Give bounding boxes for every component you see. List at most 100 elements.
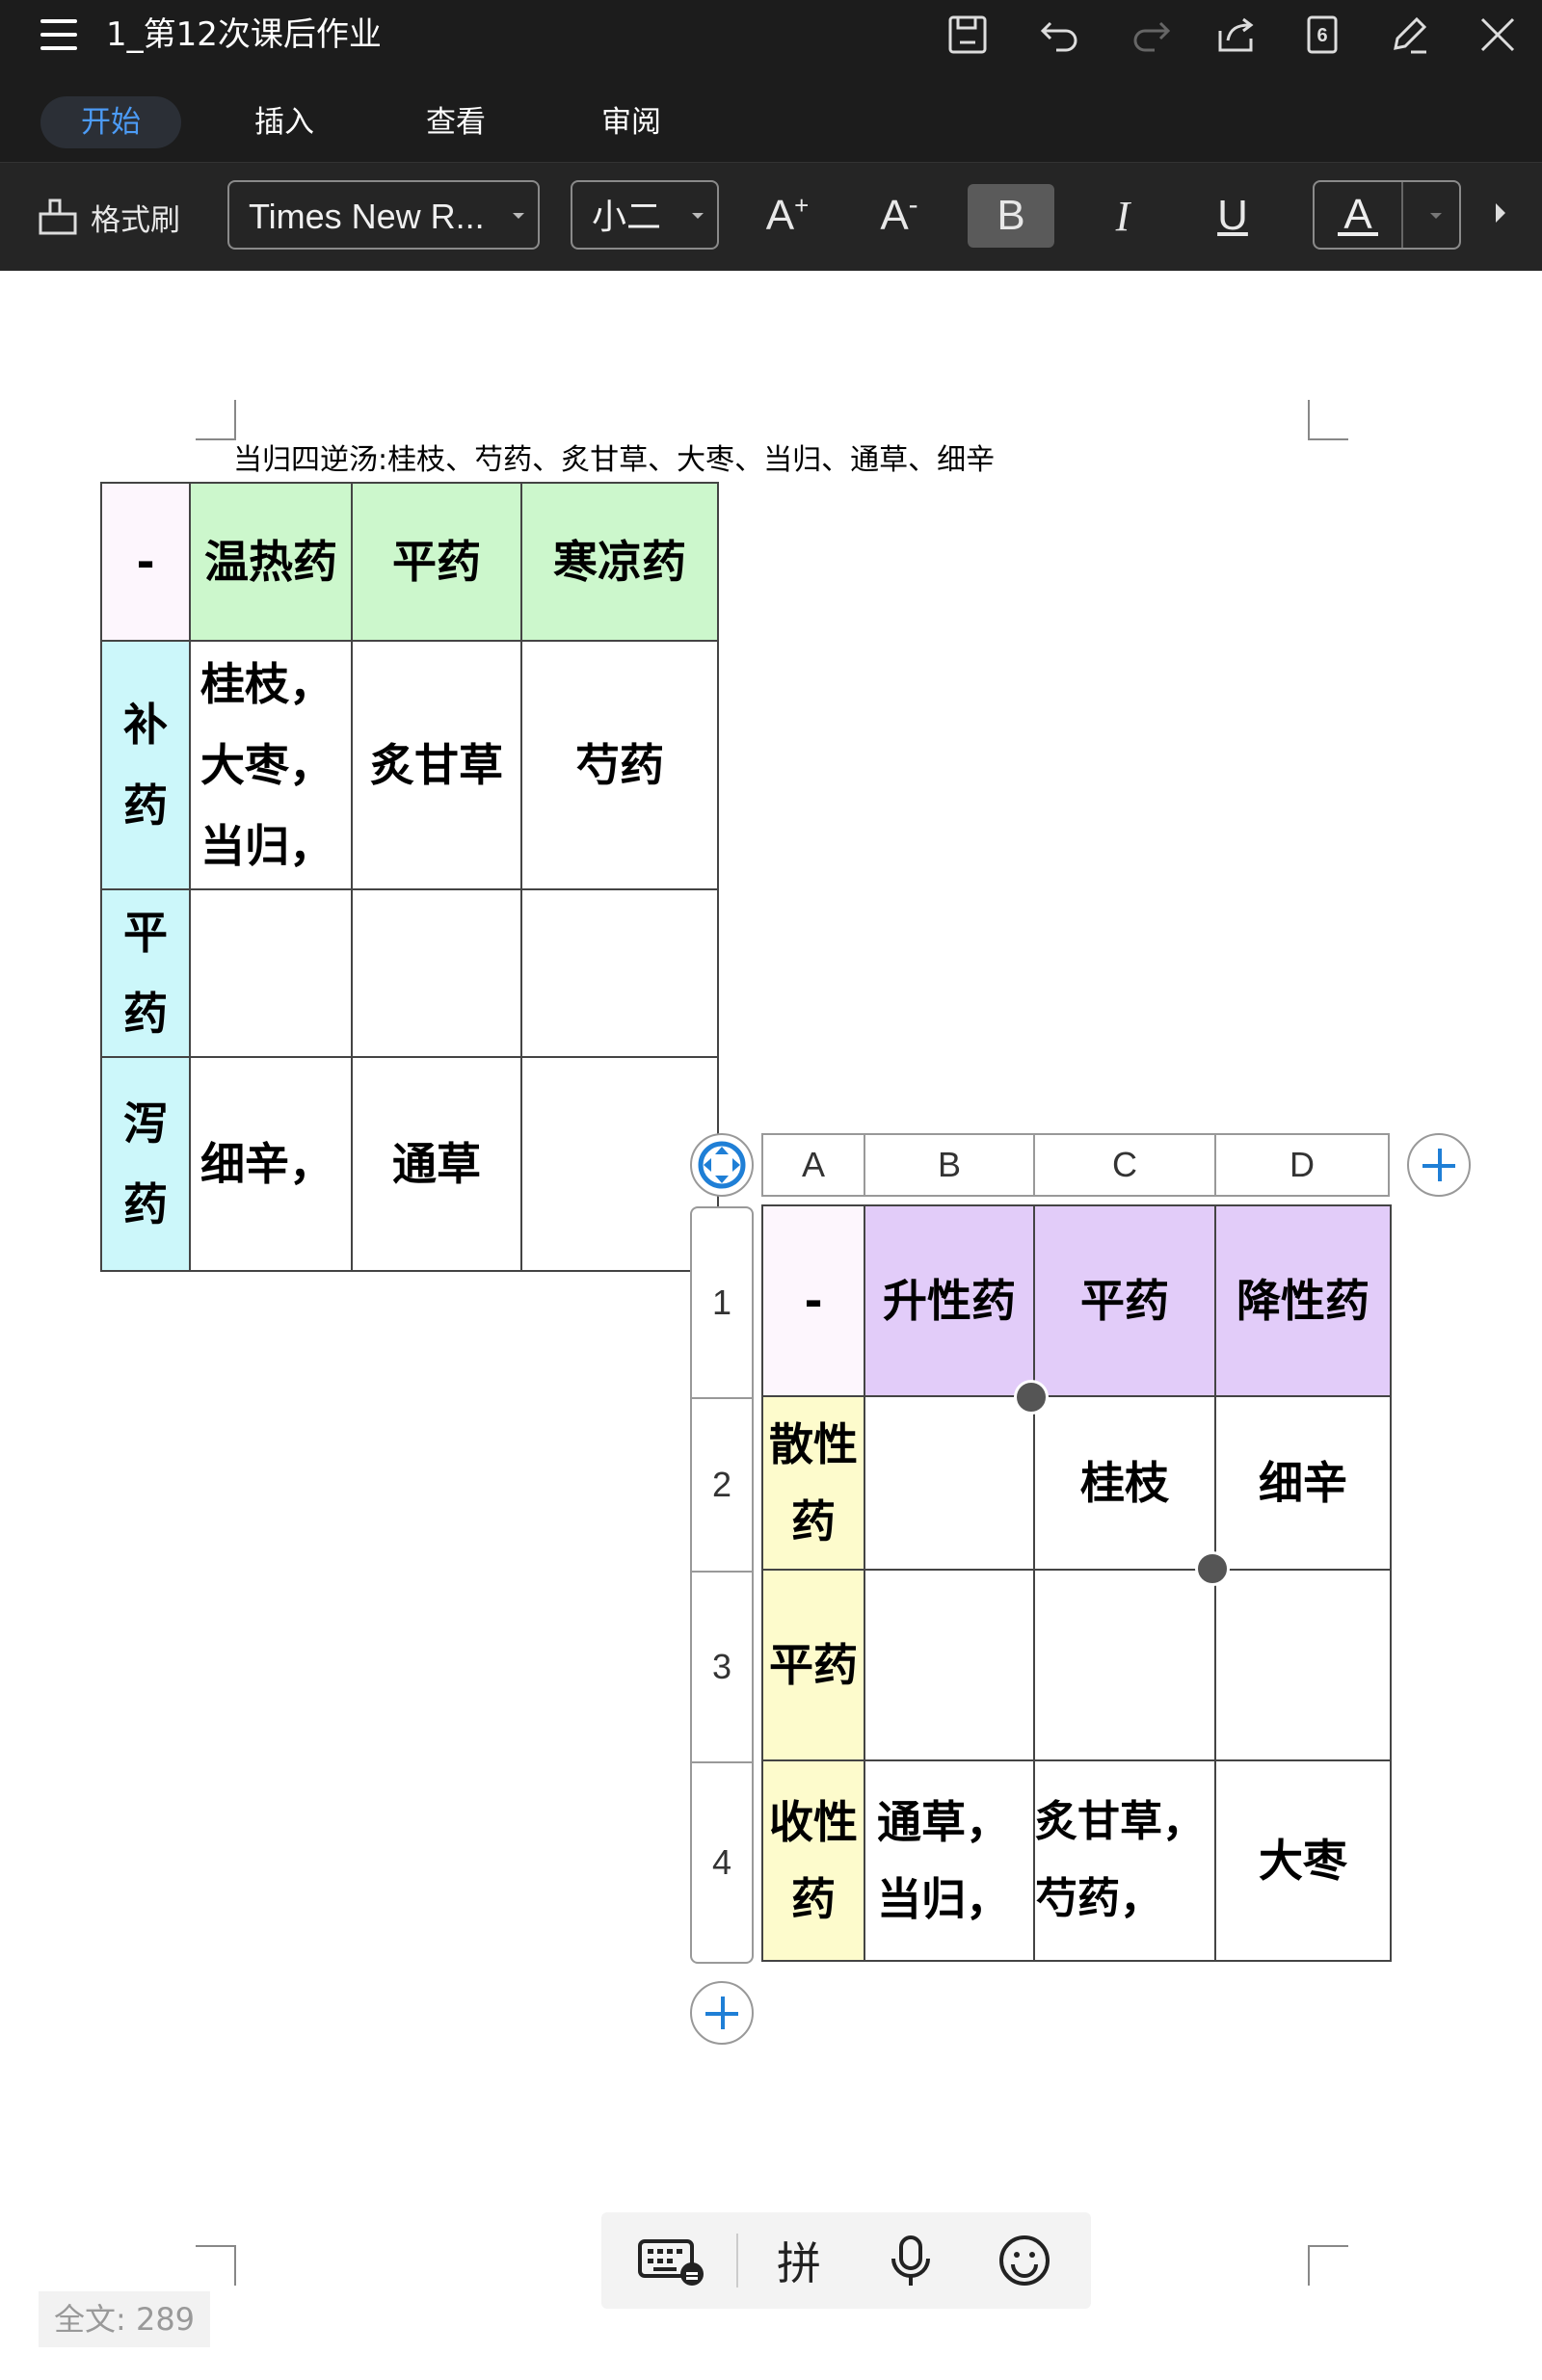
increase-font-button[interactable]: A+ xyxy=(765,190,810,240)
tabs-count-icon[interactable]: 6 xyxy=(1297,10,1347,60)
page-margin-mark xyxy=(196,400,236,440)
table-cell[interactable] xyxy=(1033,1569,1216,1761)
table-header-cell[interactable]: 平药 xyxy=(351,482,522,642)
add-row-button[interactable] xyxy=(690,1981,754,2045)
table-temperature[interactable]: - 温热药 平药 寒凉药 补药 桂枝， 大枣， 当归， 炙甘草 芍药 平药 泻药… xyxy=(100,482,719,1272)
row-label-cell[interactable]: 散性药 xyxy=(761,1395,865,1571)
table-cell[interactable]: 细辛 xyxy=(1214,1395,1392,1571)
table-cell[interactable] xyxy=(1214,1569,1392,1761)
format-painter-icon xyxy=(39,198,77,235)
row-label: 补药 xyxy=(123,699,168,832)
column-header-d[interactable]: D xyxy=(1214,1133,1390,1197)
bold-button[interactable]: B xyxy=(968,184,1054,248)
undo-icon[interactable] xyxy=(1035,10,1085,60)
table-header-cell[interactable]: 升性药 xyxy=(864,1204,1035,1397)
move-arrows-icon xyxy=(698,1141,746,1189)
paragraph-text[interactable]: 当归四逆汤:桂枝、芍药、炙甘草、大枣、当归、通草、细辛 xyxy=(233,443,996,477)
table-cell[interactable] xyxy=(520,1056,719,1272)
chevron-down-icon[interactable] xyxy=(1430,213,1442,219)
table-row: 平药 xyxy=(100,888,719,1058)
table-row: 收性药 通草， 当归， 炙甘草， 芍药， 大枣 xyxy=(761,1759,1392,1962)
row-header-1[interactable]: 1 xyxy=(690,1206,754,1399)
format-toolbar: 格式刷 Times New R... 小二 A+ A- B I U A xyxy=(0,162,1542,271)
column-header-b[interactable]: B xyxy=(864,1133,1035,1197)
more-tools-icon[interactable] xyxy=(1496,203,1505,223)
table-cell[interactable]: 桂枝， 大枣， 当归， xyxy=(189,640,353,890)
row-label: 平药 xyxy=(123,907,168,1040)
table-move-handle[interactable] xyxy=(690,1133,754,1197)
tab-start[interactable]: 开始 xyxy=(40,96,181,148)
selection-handle[interactable] xyxy=(1195,1551,1230,1586)
table-row: 平药 xyxy=(761,1569,1392,1761)
keyboard-icon[interactable] xyxy=(636,2230,704,2291)
table-cell[interactable] xyxy=(189,888,353,1058)
table-header-cell[interactable]: 寒凉药 xyxy=(520,482,719,642)
font-name-select[interactable]: Times New R... xyxy=(227,180,540,250)
title-bar: 1_第12次课后作业 6 xyxy=(0,0,1542,69)
italic-button[interactable]: I xyxy=(1079,184,1166,248)
row-label-cell[interactable]: 泻药 xyxy=(100,1056,191,1272)
microphone-icon[interactable] xyxy=(877,2230,944,2291)
word-count: 全文: 289 xyxy=(39,2291,211,2347)
table-header-cell[interactable]: 降性药 xyxy=(1214,1204,1392,1397)
row-header-2[interactable]: 2 xyxy=(690,1397,754,1573)
menu-icon[interactable] xyxy=(39,15,81,54)
table-cell[interactable]: - xyxy=(100,482,191,642)
edit-icon[interactable] xyxy=(1384,10,1434,60)
table-cell[interactable]: 通草， 当归， xyxy=(864,1759,1035,1962)
tab-insert[interactable]: 插入 xyxy=(254,105,314,140)
table-cell[interactable]: 芍药 xyxy=(520,640,719,890)
row-header-4[interactable]: 4 xyxy=(690,1761,754,1964)
table-cell[interactable]: 桂枝 xyxy=(1033,1395,1216,1571)
table-header-cell[interactable]: 温热药 xyxy=(189,482,353,642)
chevron-down-icon xyxy=(692,213,704,219)
format-painter-label: 格式刷 xyxy=(91,202,180,238)
table-cell[interactable]: - xyxy=(761,1204,865,1397)
divider xyxy=(736,2234,738,2287)
tabs-count: 6 xyxy=(1316,25,1327,46)
table-row: - 温热药 平药 寒凉药 xyxy=(100,482,719,642)
add-column-button[interactable] xyxy=(1407,1133,1471,1197)
row-label-cell[interactable]: 补药 xyxy=(100,640,191,890)
page-margin-mark xyxy=(1308,2245,1348,2286)
tab-view[interactable]: 查看 xyxy=(426,105,486,140)
table-cell[interactable]: 炙甘草 xyxy=(351,640,522,890)
row-label: 散性药 xyxy=(769,1418,858,1547)
row-label-cell[interactable]: 平药 xyxy=(100,888,191,1058)
table-cell[interactable]: 炙甘草， 芍药， xyxy=(1033,1759,1216,1962)
table-cell[interactable] xyxy=(864,1569,1035,1761)
pinyin-button[interactable]: 拼 xyxy=(777,2237,821,2289)
row-label: 泻药 xyxy=(123,1097,168,1230)
close-icon[interactable] xyxy=(1473,10,1523,60)
tab-review[interactable]: 审阅 xyxy=(601,105,661,140)
format-painter-button[interactable]: 格式刷 xyxy=(37,192,180,242)
row-header-3[interactable]: 3 xyxy=(690,1571,754,1763)
emoji-icon[interactable] xyxy=(991,2230,1058,2291)
table-cell[interactable] xyxy=(520,888,719,1058)
bold-label: B xyxy=(997,192,1025,239)
table-cell[interactable]: 细辛， xyxy=(189,1056,353,1272)
table-header-cell[interactable]: 平药 xyxy=(1033,1204,1216,1397)
font-name-value: Times New R... xyxy=(249,197,485,236)
table-direction[interactable]: - 升性药 平药 降性药 散性药 桂枝 细辛 平药 收性药 通草， 当归， 炙甘… xyxy=(761,1204,1392,1962)
selection-handle[interactable] xyxy=(1014,1380,1049,1415)
font-color-label: A xyxy=(1315,182,1403,248)
ribbon-tabs: 开始 插入 查看 审阅 xyxy=(0,69,1542,162)
decrease-font-button[interactable]: A- xyxy=(880,189,918,239)
column-header-c[interactable]: C xyxy=(1033,1133,1216,1197)
column-header-a[interactable]: A xyxy=(761,1133,865,1197)
table-row: 散性药 桂枝 细辛 xyxy=(761,1395,1392,1571)
row-label-cell[interactable]: 收性药 xyxy=(761,1759,865,1962)
save-icon[interactable] xyxy=(943,10,993,60)
table-cell[interactable] xyxy=(351,888,522,1058)
underline-button[interactable]: U xyxy=(1189,184,1276,248)
table-cell[interactable] xyxy=(864,1395,1035,1571)
table-cell[interactable]: 通草 xyxy=(351,1056,522,1272)
font-size-select[interactable]: 小二 xyxy=(571,180,719,250)
table-row: - 升性药 平药 降性药 xyxy=(761,1204,1392,1397)
font-color-button[interactable]: A xyxy=(1313,180,1461,250)
share-icon[interactable] xyxy=(1210,10,1261,60)
table-cell[interactable]: 大枣 xyxy=(1214,1759,1392,1962)
row-label-cell[interactable]: 平药 xyxy=(761,1569,865,1761)
italic-label: I xyxy=(1115,192,1130,240)
